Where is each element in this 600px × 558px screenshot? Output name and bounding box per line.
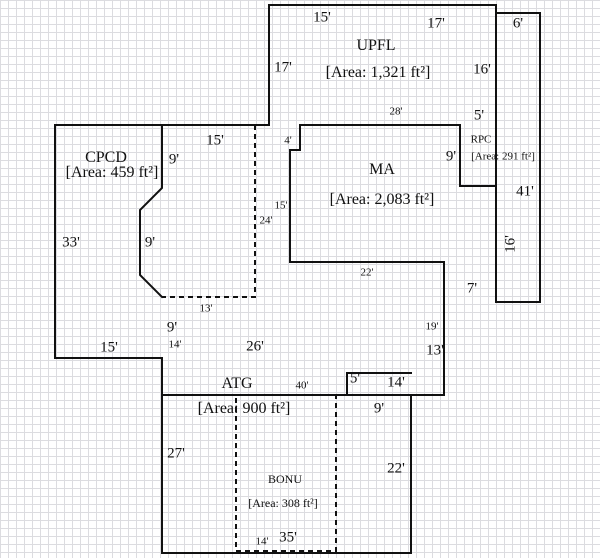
dim-atg-top: 26' <box>246 338 264 355</box>
dim-atg-bottom: 35' <box>279 529 297 546</box>
dim-atg-right-top: 14' <box>387 374 405 391</box>
room-name-ma: MA <box>369 161 395 178</box>
room-name-bonu: BONU <box>267 472 303 486</box>
dim-atg-step: 5' <box>349 370 361 387</box>
dim-ma-bottom-right: 7' <box>466 280 478 297</box>
dim-ma-top: 28' <box>389 105 403 118</box>
bonu-dashed-room <box>235 394 337 552</box>
dim-cpcd-inner-top: 9' <box>168 151 180 168</box>
dim-rpc-top: 5' <box>473 107 485 124</box>
dim-cpcd-right: 24' <box>259 214 273 227</box>
room-area-upfl: [Area: 1,321 ft²] <box>325 64 431 81</box>
dim-atg-right-step: 9' <box>373 400 385 417</box>
atg-top-wall <box>161 357 412 396</box>
dim-bonu-bottom: 14' <box>255 535 269 548</box>
room-area-bonu: [Area: 308 ft²] <box>248 496 318 510</box>
dim-rpc-right-outer: 41' <box>516 183 534 200</box>
dim-upfl-left: 17' <box>274 59 292 76</box>
dim-ma-bottom: 22' <box>360 266 374 279</box>
room-area-cpcd: [Area: 459 ft²] <box>65 164 159 181</box>
dim-ma-right-lower: 19' <box>425 320 439 333</box>
outer-wall <box>54 4 541 554</box>
dim-rpc-left: 9' <box>445 148 457 165</box>
dim-upfl-right-top: 6' <box>512 15 524 32</box>
dim-cpcd-bottom: 13' <box>199 302 213 315</box>
dim-atg-top-inner: 40' <box>295 379 309 392</box>
room-name-cpcd: CPCD <box>85 149 127 166</box>
dim-cpcd-step: 9' <box>166 319 178 336</box>
dim-rpc-lower: 16' <box>502 235 519 253</box>
cpcd-bevel-wall <box>139 124 164 299</box>
dim-ma-right-base: 13' <box>426 342 444 359</box>
dim-cpcd-top: 15' <box>206 132 224 149</box>
room-name-rpc: RPC <box>470 133 492 146</box>
dim-ma-left: 15' <box>274 199 288 212</box>
room-name-atg: ATG <box>221 375 253 392</box>
room-area-rpc: [Area: 291 ft²] <box>471 150 535 163</box>
dim-upfl-top: 15' <box>313 9 331 26</box>
dim-cpcd-step-lower: 14' <box>168 338 182 351</box>
room-area-atg: [Area: 900 ft²] <box>197 400 291 417</box>
dim-upfl-top-right: 17' <box>427 15 445 32</box>
dim-ma-notch-left: 4' <box>284 134 292 147</box>
dim-atg-left: 27' <box>167 445 185 462</box>
dim-cpcd-bevel: 9' <box>144 234 156 251</box>
dim-cpcd-left: 33' <box>62 234 80 251</box>
dim-cpcd-base: 15' <box>100 339 118 356</box>
cpcd-dashed-right <box>162 125 256 298</box>
room-name-upfl: UPFL <box>356 37 396 54</box>
dim-upfl-right: 16' <box>473 61 491 78</box>
dim-atg-right: 22' <box>387 460 405 477</box>
room-area-ma: [Area: 2,083 ft²] <box>329 191 435 208</box>
